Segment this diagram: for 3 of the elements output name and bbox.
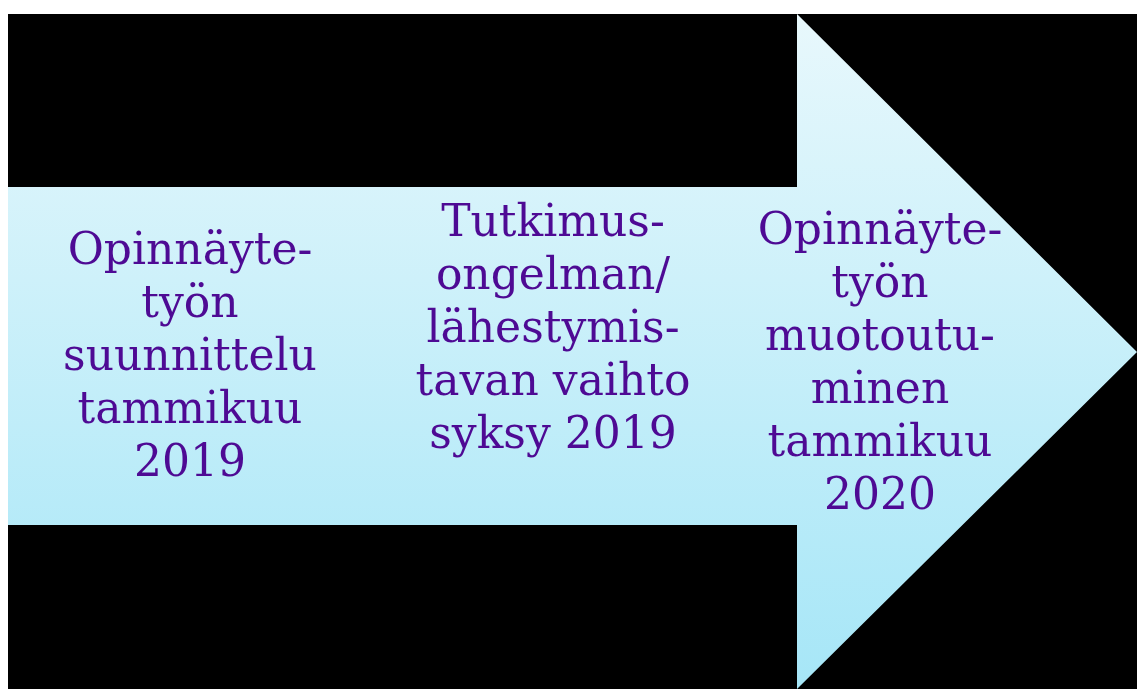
stage-text: Tutkimus- ongelman/ lähestymis- tavan vaihto syksy 2019 <box>414 194 692 459</box>
stage-text: Opinnäyte- työn suunnittelu tammikuu 2019 <box>62 222 318 487</box>
stage-text: Opinnäyte- työn muotoutu- minen tammikuu 2020 <box>756 202 1004 520</box>
